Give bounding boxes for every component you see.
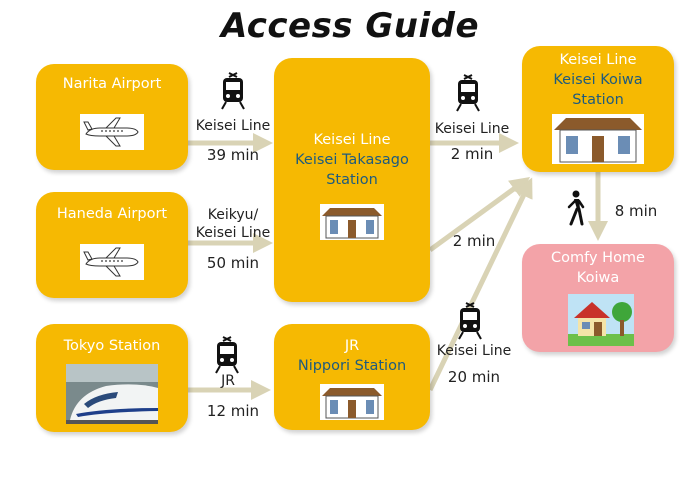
airplane-icon [80,244,144,280]
edge-tokyo-time: 12 min [206,402,260,420]
edge-haneda-lines: Keikyu/ Keisei Line [188,206,278,242]
edge-haneda-time: 50 min [206,254,260,272]
nippori-label: JR Nippori Station [274,336,430,376]
airplane-icon [80,114,144,150]
edge-narita-line: Keisei Line [195,118,271,134]
page-title: Access Guide [220,6,480,46]
edge-takasago-2-time: 2 min [452,232,496,250]
takasago-label: Keisei Line Keisei Takasago Station [274,130,430,190]
node-keisei-takasago-station: Keisei Line Keisei Takasago Station [274,58,430,302]
walking-person-icon [567,190,585,226]
edge-narita-time: 39 min [206,146,260,164]
takasago-line-1: Keisei Line [313,132,391,148]
tokyo-label: Tokyo Station [63,338,161,354]
edge-haneda-line-2: Keisei Line [195,225,271,241]
koiwa-label: Keisei Line Keisei Koiwa Station [522,50,674,110]
station-building-icon [320,204,384,240]
edge-nippori-time: 20 min [447,368,501,386]
bullet-train-icon [66,364,158,424]
node-jr-nippori-station: JR Nippori Station [274,324,430,430]
node-narita-airport: Narita Airport [36,64,188,170]
nippori-line-2: Nippori Station [297,358,407,374]
node-haneda-airport: Haneda Airport [36,192,188,298]
station-building-icon [552,114,644,164]
edge-takasago-line: Keisei Line [434,121,510,137]
nippori-line-1: JR [344,338,360,354]
house-icon [568,294,634,346]
node-keisei-koiwa-station: Keisei Line Keisei Koiwa Station [522,46,674,172]
takasago-line-3: Station [326,172,378,188]
takasago-line-2: Keisei Takasago [295,152,409,168]
arrow-takasago-koiwa-2 [428,177,531,253]
comfy-line-2: Koiwa [576,270,620,286]
koiwa-line-2: Keisei Koiwa [553,72,643,88]
edge-tokyo-line: JR [221,373,235,389]
edge-walk-time: 8 min [614,202,658,220]
haneda-label: Haneda Airport [56,206,168,222]
comfy-line-1: Comfy Home [551,250,645,266]
koiwa-line-1: Keisei Line [559,52,637,68]
edge-takasago-time: 2 min [450,145,494,163]
train-icon [458,302,482,340]
narita-label: Narita Airport [62,76,162,92]
train-icon [215,336,239,374]
station-building-icon [320,384,384,420]
train-icon [221,72,245,110]
edge-nippori-line: Keisei Line [436,343,512,359]
edge-haneda-line-1: Keikyu/ [207,207,259,223]
comfy-label: Comfy Home Koiwa [522,248,674,288]
koiwa-line-3: Station [572,92,624,108]
arrow-nippori-koiwa [427,177,533,392]
node-comfy-home-koiwa: Comfy Home Koiwa [522,244,674,352]
node-tokyo-station: Tokyo Station [36,324,188,432]
train-icon [456,74,480,112]
